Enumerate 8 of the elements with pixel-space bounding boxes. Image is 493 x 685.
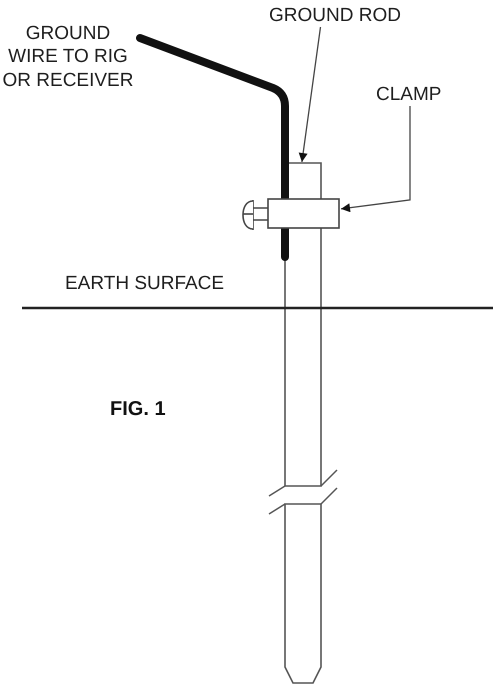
part-label: CLAMP <box>376 84 442 106</box>
figure-caption: FIG. 1 <box>110 398 166 420</box>
part-label: GROUND ROD <box>269 5 401 27</box>
leader-arrow <box>340 106 411 212</box>
clamp <box>241 198 341 231</box>
part-label: GROUND WIRE TO RIG OR RECEIVER <box>2 22 134 92</box>
part-label: EARTH SURFACE <box>65 273 224 295</box>
leader-arrow <box>298 26 322 162</box>
